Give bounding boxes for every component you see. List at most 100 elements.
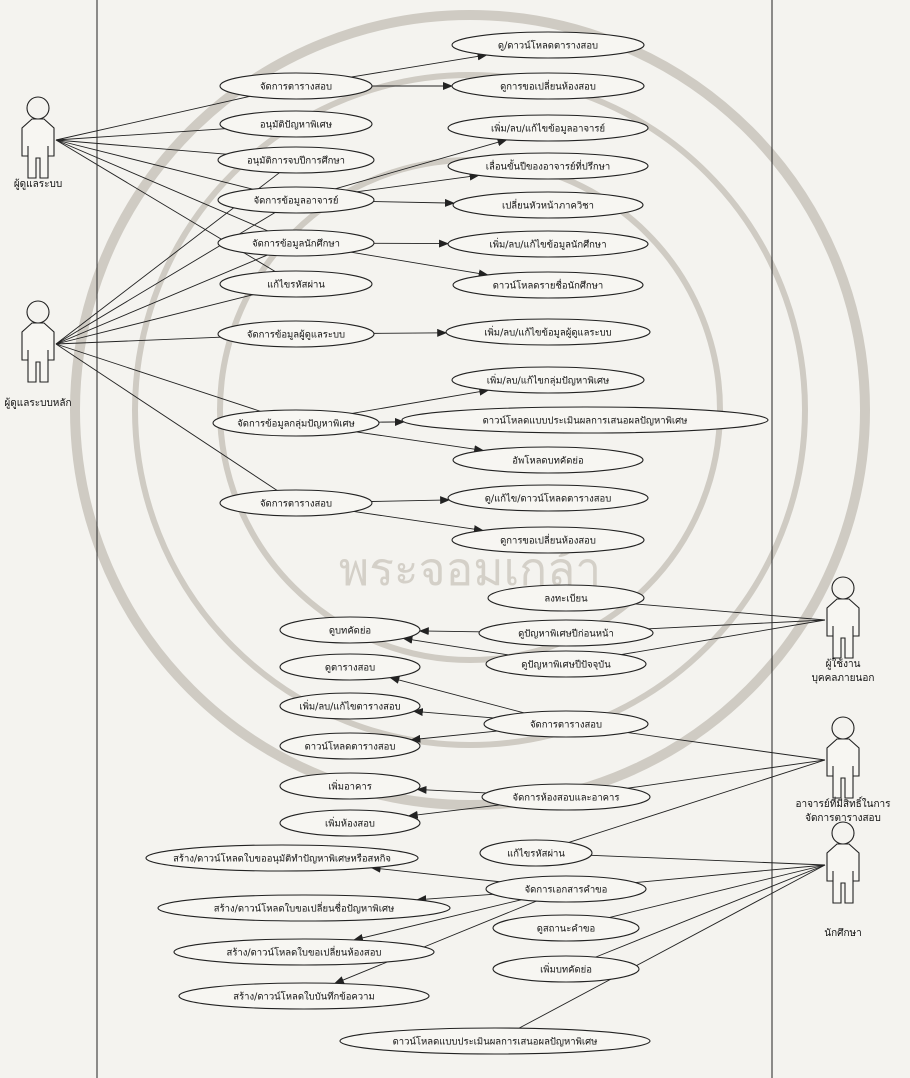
association-external-r1 <box>635 603 826 621</box>
use-case-u11[interactable]: อัพโหลดบทคัดย่อ <box>452 446 644 474</box>
use-case-r4[interactable]: จัดการตารางสอบ <box>483 710 649 738</box>
use-case-label: ดูสถานะคำขอ <box>537 924 596 935</box>
use-case-r7[interactable]: จัดการเอกสารคำขอ <box>485 875 647 903</box>
association-main_admin-m7 <box>55 336 221 345</box>
actor-admin[interactable] <box>21 96 55 179</box>
relation-arrow-r4-l2 <box>389 676 524 714</box>
relation-arrow-r4-l4 <box>410 730 498 743</box>
actor-label: บุคคลภายนอก <box>812 673 875 684</box>
use-case-r2[interactable]: ดูปัญหาพิเศษปีก่อนหน้า <box>478 619 654 647</box>
use-case-m1[interactable]: จัดการตารางสอบ <box>219 72 373 100</box>
use-case-m5[interactable]: จัดการข้อมูลนักศึกษา <box>217 229 375 257</box>
actor-student[interactable] <box>826 821 860 904</box>
use-case-u8[interactable]: เพิ่ม/ลบ/แก้ไขข้อมูลผู้ดูแลระบบ <box>445 318 651 346</box>
use-case-r1[interactable]: ลงทะเบียน <box>487 584 645 612</box>
use-case-u10[interactable]: ดาวน์โหลดแบบประเมินผลการเสนอผลปัญหาพิเศษ <box>401 406 769 434</box>
association-teacher-r4 <box>627 732 826 761</box>
use-case-m9[interactable]: จัดการตารางสอบ <box>219 489 373 517</box>
use-case-label: ดู/ดาวน์โหลดตารางสอบ <box>498 40 598 52</box>
use-case-m2[interactable]: อนุมัติปัญหาพิเศษ <box>219 110 373 138</box>
use-case-label: จัดการตารางสอบ <box>260 499 332 510</box>
seal-ring <box>132 72 808 748</box>
use-case-label: จัดการเอกสารคำขอ <box>525 885 608 896</box>
relation-arrow-r4-l3 <box>412 708 494 719</box>
actor-teacher[interactable] <box>826 716 860 799</box>
use-case-label: จัดการข้อมูลนักศึกษา <box>252 239 340 250</box>
use-case-u4[interactable]: เลื่อนขั้นปีของอาจารย์ที่ปรึกษา <box>447 152 649 180</box>
use-case-m8[interactable]: จัดการข้อมูลกลุ่มปัญหาพิเศษ <box>212 409 380 437</box>
use-case-label: เปลี่ยนหัวหน้าภาควิชา <box>502 199 594 212</box>
use-case-l6[interactable]: เพิ่มห้องสอบ <box>279 809 421 837</box>
use-case-label: จัดการตารางสอบ <box>260 82 332 93</box>
association-student-r9 <box>595 864 826 958</box>
relation-arrow-r2-l1 <box>418 627 480 636</box>
association-student-r6 <box>591 854 826 866</box>
relation-arrow-m4-u5 <box>373 198 455 207</box>
use-case-u6[interactable]: เพิ่ม/ลบ/แก้ไขข้อมูลนักศึกษา <box>447 230 649 258</box>
use-case-l1[interactable]: ดูบทคัดย่อ <box>279 616 421 644</box>
use-case-label: เพิ่มห้องสอบ <box>325 817 375 830</box>
association-main_admin-m8 <box>55 343 261 412</box>
use-case-l2[interactable]: ดูตารางสอบ <box>279 653 421 681</box>
use-case-u5[interactable]: เปลี่ยนหัวหน้าภาควิชา <box>452 191 644 219</box>
relation-arrow-m5-u7 <box>351 251 489 278</box>
use-cases: ดู/ดาวน์โหลดตารางสอบดูการขอเปลี่ยนห้องสอ… <box>145 31 769 1055</box>
use-case-label: ดาวน์โหลดตารางสอบ <box>305 741 396 753</box>
use-case-label: ดูปัญหาพิเศษปีปัจจุบัน <box>521 659 611 671</box>
actor-external[interactable] <box>826 576 860 659</box>
use-case-l10[interactable]: สร้าง/ดาวน์โหลดใบบันทึกข้อความ <box>178 982 430 1010</box>
use-case-label: ดูบทคัดย่อ <box>329 626 371 637</box>
use-case-label: เพิ่มอาคาร <box>328 780 372 793</box>
use-case-label: สร้าง/ดาวน์โหลดใบขออนุมัติทำปัญหาพิเศษหร… <box>173 853 391 865</box>
use-case-u9[interactable]: เพิ่ม/ลบ/แก้ไขกลุ่มปัญหาพิเศษ <box>451 366 645 394</box>
use-case-u2[interactable]: ดูการขอเปลี่ยนห้องสอบ <box>451 72 645 100</box>
use-case-m4[interactable]: จัดการข้อมูลอาจารย์ <box>217 186 375 214</box>
use-case-label: อัพโหลดบทคัดย่อ <box>512 455 583 467</box>
use-case-label: จัดการข้อมูลอาจารย์ <box>254 195 339 207</box>
use-case-l3[interactable]: เพิ่ม/ลบ/แก้ไขตารางสอบ <box>279 692 421 720</box>
association-main_admin-m6 <box>55 294 254 345</box>
use-case-b1[interactable]: ดาวน์โหลดแบบประเมินผลการเสนอผลปัญหาพิเศษ <box>339 1027 651 1055</box>
use-case-label: จัดการตารางสอบ <box>530 720 602 731</box>
use-case-label: เพิ่ม/ลบ/แก้ไขข้อมูลผู้ดูแลระบบ <box>484 326 611 339</box>
use-case-m3[interactable]: อนุมัติการจบปีการศึกษา <box>217 146 375 174</box>
use-case-label: สร้าง/ดาวน์โหลดใบบันทึกข้อความ <box>233 991 374 1003</box>
use-case-u13[interactable]: ดูการขอเปลี่ยนห้องสอบ <box>451 526 645 554</box>
association-external-r3 <box>621 619 826 656</box>
association-main_admin-m5 <box>55 254 268 345</box>
use-case-label: แก้ไขรหัสผ่าน <box>267 279 325 291</box>
actor-main-admin[interactable] <box>21 300 55 383</box>
use-case-m6[interactable]: แก้ไขรหัสผ่าน <box>219 270 373 298</box>
use-case-r5[interactable]: จัดการห้องสอบและอาคาร <box>481 783 651 811</box>
use-case-r6[interactable]: แก้ไขรหัสผ่าน <box>479 839 593 867</box>
association-student-b1 <box>518 864 826 1029</box>
relation-arrow-m8-u11 <box>356 431 485 454</box>
use-case-r9[interactable]: เพิ่มบทคัดย่อ <box>492 955 640 983</box>
actor-label: จัดการตารางสอบ <box>805 813 881 824</box>
seal-ring <box>70 10 870 810</box>
use-case-l9[interactable]: สร้าง/ดาวน์โหลดใบขอเปลี่ยนห้องสอบ <box>173 938 435 966</box>
use-case-l7[interactable]: สร้าง/ดาวน์โหลดใบขออนุมัติทำปัญหาพิเศษหร… <box>145 844 419 872</box>
use-case-u1[interactable]: ดู/ดาวน์โหลดตารางสอบ <box>451 31 645 59</box>
association-admin-m3 <box>55 139 227 155</box>
use-case-l5[interactable]: เพิ่มอาคาร <box>279 772 421 800</box>
use-case-label: จัดการข้อมูลผู้ดูแลระบบ <box>247 330 345 341</box>
relation-arrow-r7-l10 <box>333 900 537 984</box>
use-case-u12[interactable]: ดู/แก้ไข/ดาวน์โหลดตารางสอบ <box>447 484 649 512</box>
use-case-label: เพิ่ม/ลบ/แก้ไขตารางสอบ <box>299 700 400 713</box>
system-boundary <box>96 0 773 1078</box>
use-case-l4[interactable]: ดาวน์โหลดตารางสอบ <box>279 732 421 760</box>
use-case-label: ดู/แก้ไข/ดาวน์โหลดตารางสอบ <box>485 493 612 505</box>
association-teacher-r5 <box>627 759 826 789</box>
use-case-r3[interactable]: ดูปัญหาพิเศษปีปัจจุบัน <box>485 650 647 678</box>
use-case-m7[interactable]: จัดการข้อมูลผู้ดูแลระบบ <box>217 320 375 348</box>
relation-arrow-r7-l7 <box>370 864 500 883</box>
use-case-r8[interactable]: ดูสถานะคำขอ <box>492 914 640 942</box>
relation-arrow-m4-u4 <box>356 172 480 193</box>
actor-label: ผู้ดูแลระบบ <box>14 178 62 190</box>
use-case-u3[interactable]: เพิ่ม/ลบ/แก้ไขข้อมูลอาจารย์ <box>447 114 649 142</box>
use-case-l8[interactable]: สร้าง/ดาวน์โหลดใบขอเปลี่ยนชื่อปัญหาพิเศษ <box>157 894 451 922</box>
association-admin-m4 <box>55 139 253 190</box>
use-case-u7[interactable]: ดาวน์โหลดรายชื่อนักศึกษา <box>452 271 644 299</box>
